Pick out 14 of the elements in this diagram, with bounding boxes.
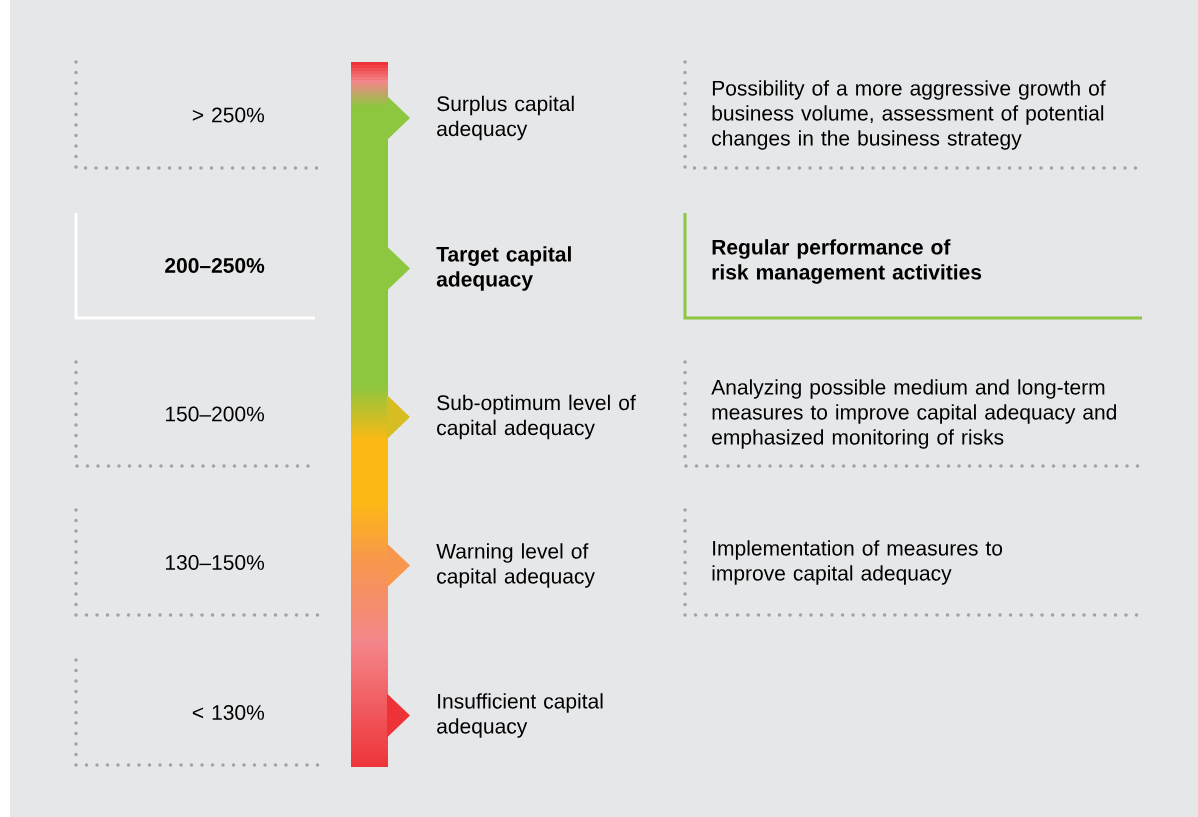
range-box: < 130% <box>74 658 320 767</box>
level-label: Surplus capital adequacy <box>437 95 574 141</box>
range-box: 150–200% <box>74 360 320 468</box>
description-box: Analyzing possible medium and long-term measures to improve capital adequacy and emphasized monitoring of risks <box>683 360 1147 468</box>
level-label: Insufficient capital adequacy <box>437 693 603 738</box>
range-box: > 250% <box>74 60 320 170</box>
level-label: Warning level of capital adequacy <box>436 543 595 588</box>
description-box: Regular performance of risk management activities <box>683 213 1142 320</box>
range-box: 130–150% <box>74 508 320 617</box>
level-label: Sub-optimum level of capital adequacy <box>437 394 636 440</box>
description-box: Possibility of a more aggressive growth of business volume, assessment of potential changes in the business strategy <box>683 60 1147 170</box>
level-label: Target capital adequacy <box>436 246 571 291</box>
range-box: 200–250% <box>74 213 315 320</box>
description-box: Implementation of measures to improve capital adequacy <box>683 508 1147 617</box>
